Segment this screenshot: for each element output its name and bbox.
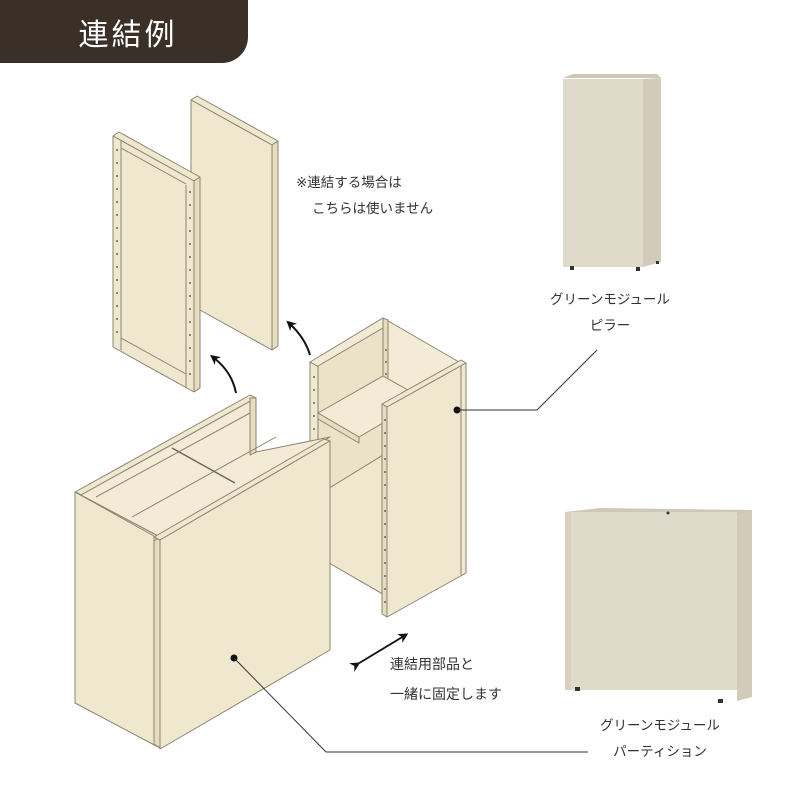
note-line-1: ※連結する場合は	[296, 175, 402, 191]
note-line-2: こちらは使いません	[312, 201, 434, 217]
partition-label-line-1: グリーンモジュール	[600, 718, 720, 734]
fixing-line-1: 連結用部品と	[390, 657, 474, 673]
fixing-line-2: 一緒に固定します	[390, 687, 502, 703]
connection-note: ※連結する場合は こちらは使いません	[296, 170, 433, 222]
partition-label-line-2: パーティション	[613, 744, 707, 760]
title-tab: 連結例	[0, 0, 248, 63]
pillar-label: グリーンモジュール ピラー	[530, 287, 690, 339]
partition-product-image	[565, 508, 752, 703]
leader-line-partition	[230, 654, 588, 753]
shelf-holes	[313, 349, 387, 603]
pillar-product-image	[563, 74, 661, 271]
side-panel-with-holes	[112, 131, 201, 393]
back-panel	[190, 95, 279, 351]
curved-arrow-icon	[286, 320, 311, 356]
leader-line-pillar	[453, 349, 598, 414]
lower-cabinet	[74, 394, 331, 750]
pillar-label-line-2: ピラー	[589, 318, 631, 334]
partition-label: グリーンモジュール パーティション	[580, 713, 740, 765]
curved-arrow-icon	[210, 354, 237, 394]
page-title: 連結例	[78, 17, 178, 53]
upright-cabinet	[309, 317, 467, 618]
shelf-holes	[116, 149, 191, 375]
fixing-note: 連結用部品と 一緒に固定します	[390, 650, 502, 710]
pillar-label-line-1: グリーンモジュール	[550, 292, 670, 308]
double-arrow-icon	[349, 633, 409, 672]
